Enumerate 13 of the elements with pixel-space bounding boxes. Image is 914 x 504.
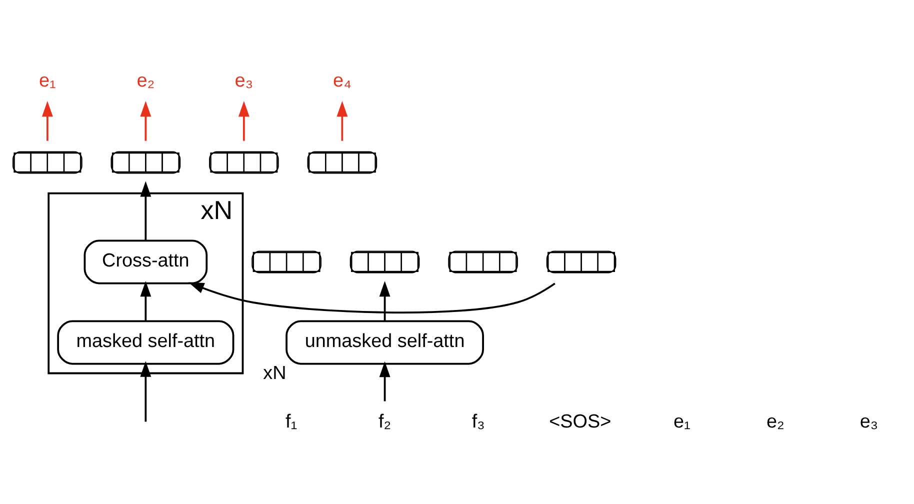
node-text: e₁ — [673, 410, 690, 432]
node-text: e₄ — [333, 70, 352, 92]
node-text: e₃ — [860, 410, 878, 432]
node-text: e₂ — [766, 410, 784, 432]
node-text: f₁ — [285, 410, 298, 432]
node-text: e₂ — [136, 70, 155, 92]
node-label: xN — [263, 362, 286, 384]
node-text: f₂ — [378, 410, 392, 432]
node-text: <SOS> — [549, 410, 612, 432]
node-text: f₃ — [472, 410, 485, 432]
node-text: e₃ — [234, 70, 254, 92]
node-text: e₁ — [38, 70, 56, 92]
node-label: xN — [200, 194, 233, 224]
